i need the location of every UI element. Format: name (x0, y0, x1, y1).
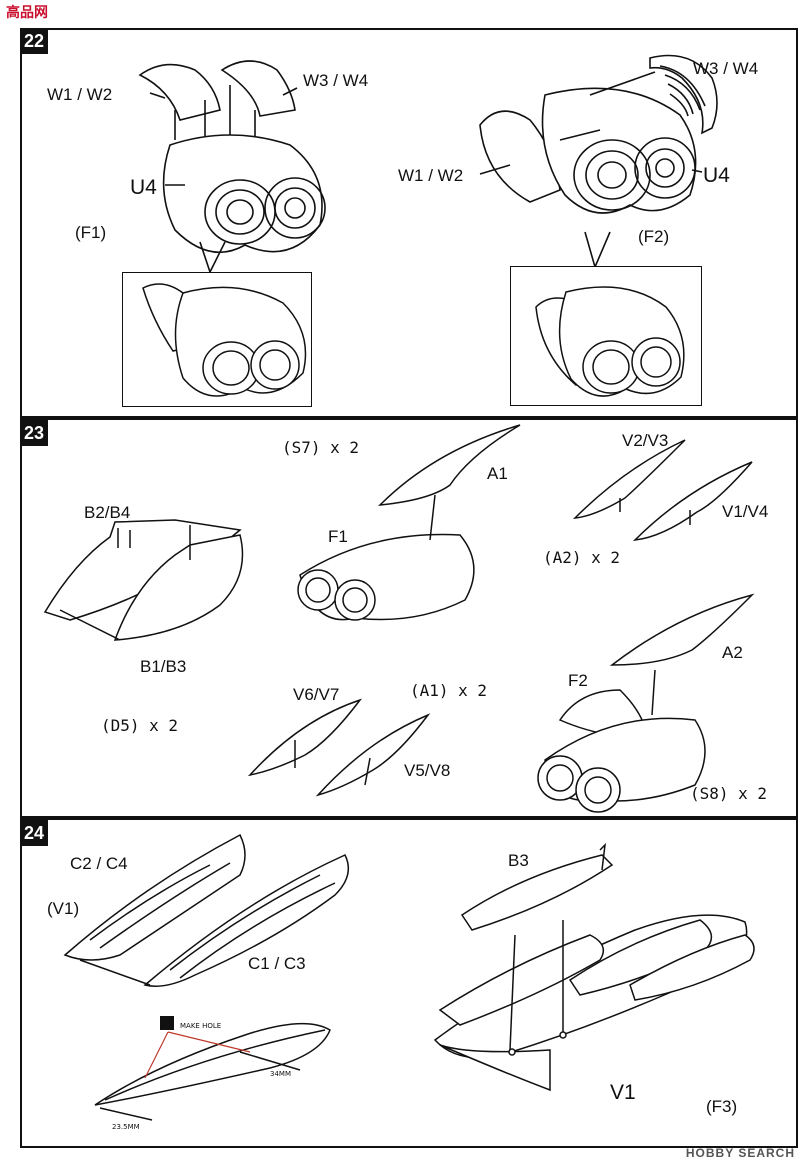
label-make-hole: MAKE HOLE (180, 1022, 222, 1030)
step-22-right-inset (510, 266, 702, 406)
step-24-panel (20, 818, 798, 1148)
step-24-number: 24 (20, 820, 48, 846)
label-a2-x2: (A2) x 2 (543, 548, 621, 567)
label-d5-x2: (D5) x 2 (101, 716, 179, 735)
label-f3-variant: (F3) (706, 1097, 738, 1116)
label-s7-x2: (S7) x 2 (282, 438, 360, 457)
label-v2-v3: V2/V3 (622, 431, 669, 450)
label-v1: V1 (610, 1081, 636, 1104)
label-dim-23-5mm: 23.5MM (112, 1123, 140, 1131)
label-f2: F2 (568, 671, 588, 690)
label-dim-34mm: 34MM (270, 1070, 291, 1078)
site-logo: 高品网 (6, 4, 48, 20)
step-22-panel (20, 28, 798, 418)
label-w3-w4-right: W3 / W4 (693, 59, 759, 78)
label-v6-v7: V6/V7 (293, 685, 340, 704)
right-inset-engine (535, 286, 685, 397)
step-22-left-inset (122, 272, 312, 407)
label-f2-variant: (F2) (638, 227, 670, 246)
label-c2-c4: C2 / C4 (70, 854, 128, 873)
label-c1-c3: C1 / C3 (248, 954, 306, 973)
label-u4-left: U4 (130, 176, 157, 199)
label-a1-x2: (A1) x 2 (410, 681, 488, 700)
drill-icon (160, 1016, 174, 1030)
step-22-number: 22 (20, 28, 48, 54)
label-f1-variant: (F1) (75, 223, 107, 242)
header-strip: 高品网 (0, 0, 807, 20)
watermark: HOBBY SEARCH (685, 1146, 795, 1160)
label-w3-w4-left: W3 / W4 (303, 71, 369, 90)
label-f1: F1 (328, 527, 348, 546)
label-a2: A2 (722, 643, 743, 662)
label-w1-w2-left: W1 / W2 (47, 85, 113, 104)
label-w1-w2-right: W1 / W2 (398, 166, 464, 185)
label-v1-v4: V1/V4 (722, 502, 769, 521)
left-inset-engine (142, 283, 307, 397)
label-v1-variant: (V1) (47, 899, 80, 918)
step-23-number: 23 (20, 420, 48, 446)
label-b3: B3 (508, 851, 529, 870)
step-23-panel (20, 418, 798, 818)
label-b2-b4: B2/B4 (84, 503, 131, 522)
label-b1-b3: B1/B3 (140, 657, 187, 676)
label-a1: A1 (487, 464, 508, 483)
label-u4-right: U4 (703, 164, 730, 187)
label-v5-v8: V5/V8 (404, 761, 451, 780)
label-s8-x2: (S8) x 2 (690, 784, 768, 803)
